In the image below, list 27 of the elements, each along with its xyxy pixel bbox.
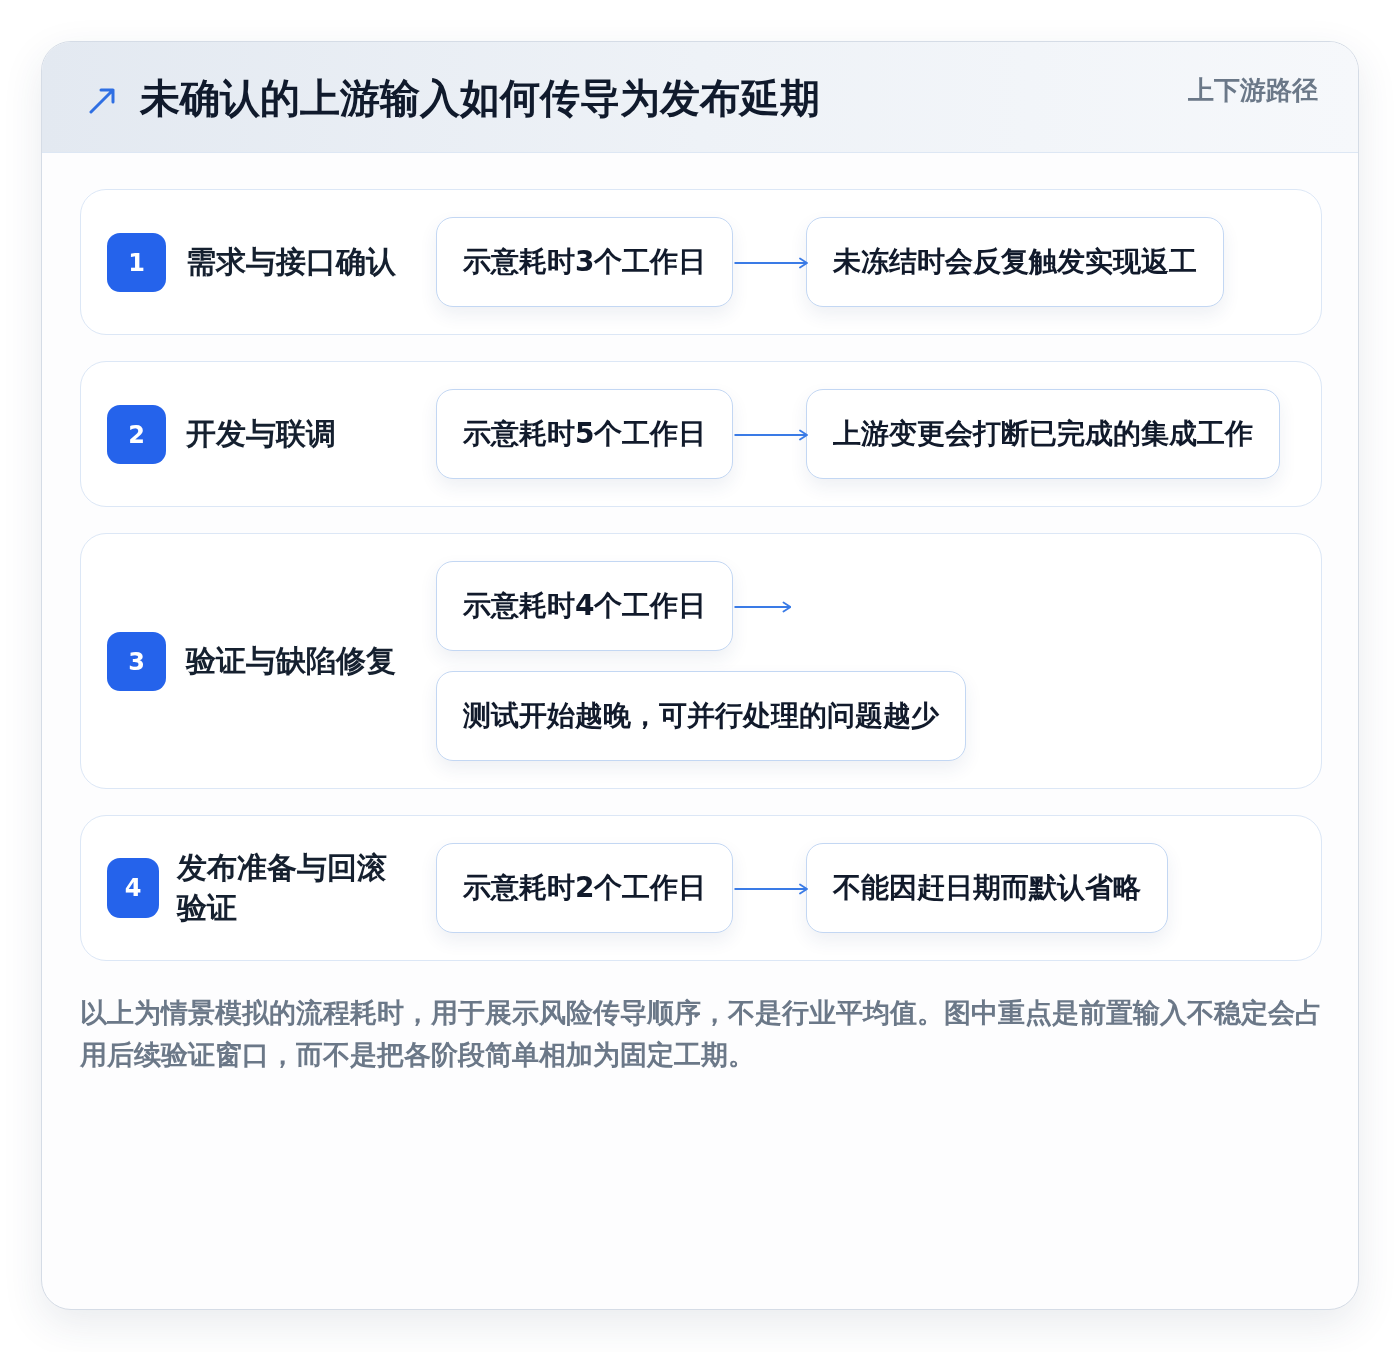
stage-panel xyxy=(80,533,1322,789)
step-number-badge: 2 xyxy=(107,405,166,464)
caption-note: 以上为情景模拟的流程耗时，用于展示风险传导顺序，不是行业平均值。图中重点是前置输入不稳定会占用后续验证窗口，而不是把各阶段简单相加为固定工期。 xyxy=(80,996,1323,1072)
arrow xyxy=(733,601,792,613)
step-number-badge: 3 xyxy=(107,632,166,691)
stage-panel xyxy=(80,361,1322,507)
arrow xyxy=(733,257,808,269)
info-card: 示意耗时4个工作日 xyxy=(436,561,734,651)
info-card: 示意耗时2个工作日 xyxy=(436,843,734,933)
step-number-badge: 4 xyxy=(107,858,159,918)
stage-title: 发布准备与回滚验证 xyxy=(177,849,388,927)
stage-panel xyxy=(80,815,1322,961)
info-card: 测试开始越晚，可并行处理的问题越少 xyxy=(436,671,966,761)
diagram-title: 未确认的上游输入如何传导为发布延期 xyxy=(140,74,820,123)
info-card: 示意耗时3个工作日 xyxy=(436,217,734,307)
header-label: 上下游路径 xyxy=(1188,74,1318,107)
stage-title: 验证与缺陷修复 xyxy=(186,642,396,680)
info-card: 未冻结时会反复触发实现返工 xyxy=(806,217,1224,307)
stage-title: 开发与联调 xyxy=(186,415,336,453)
step-number-badge: 1 xyxy=(107,233,166,292)
stage-panel xyxy=(80,189,1322,335)
stage-title: 需求与接口确认 xyxy=(186,243,396,281)
arrow xyxy=(733,883,808,895)
info-card: 不能因赶日期而默认省略 xyxy=(806,843,1168,933)
info-card: 上游变更会打断已完成的集成工作 xyxy=(806,389,1280,479)
arrow xyxy=(733,429,808,441)
info-card: 示意耗时5个工作日 xyxy=(436,389,734,479)
